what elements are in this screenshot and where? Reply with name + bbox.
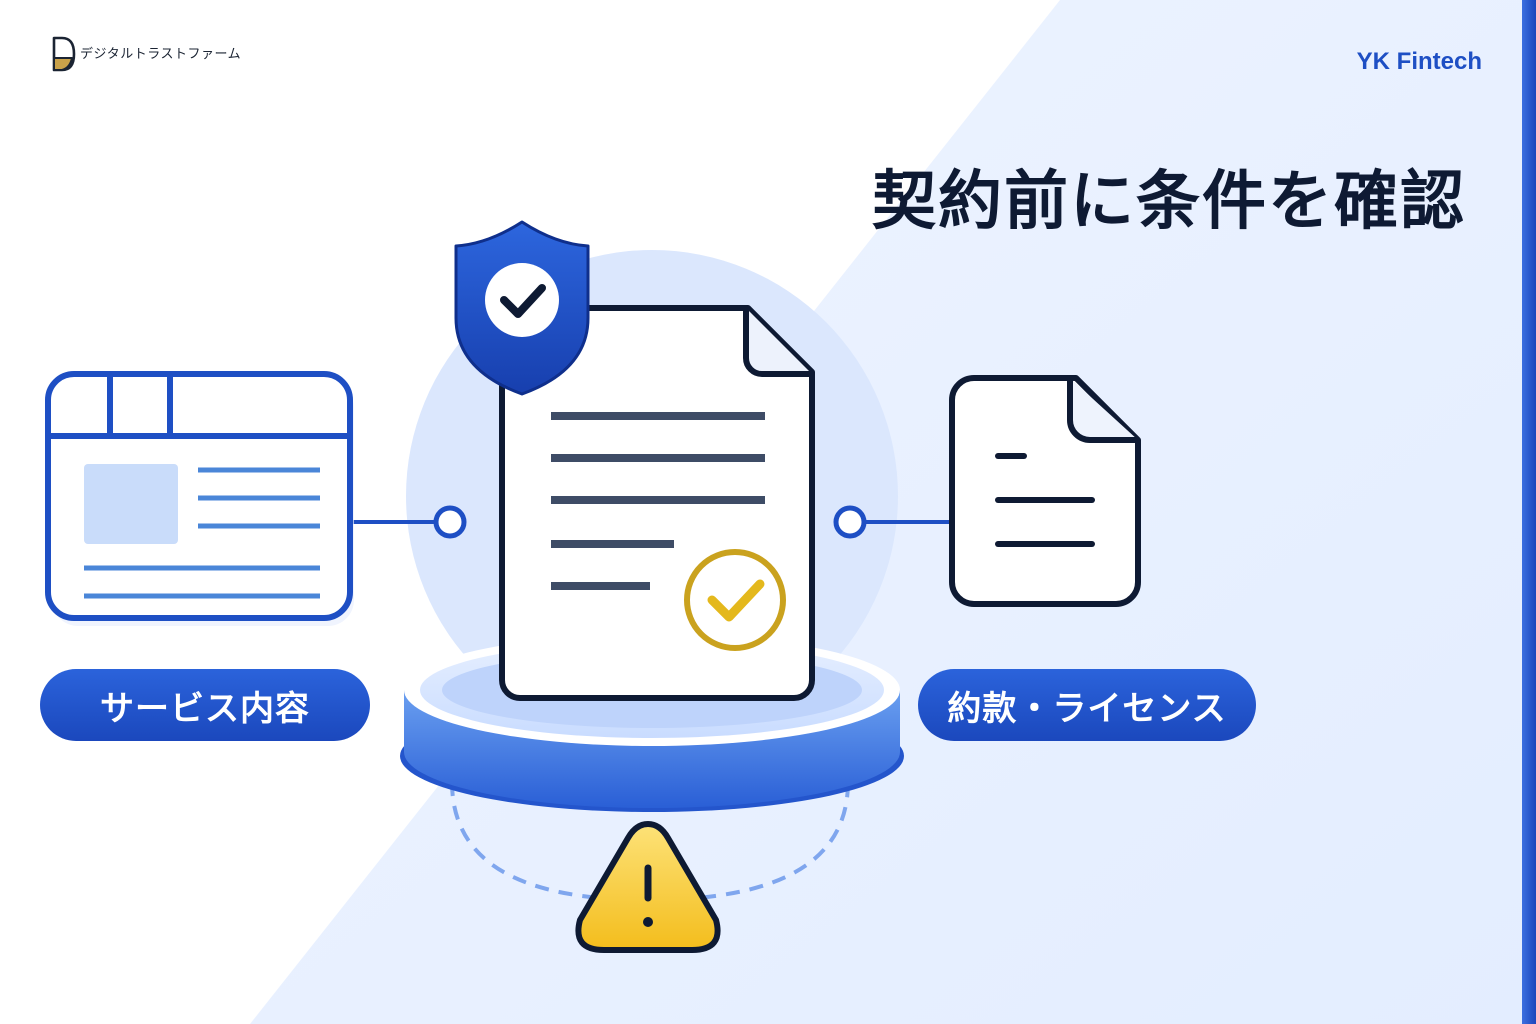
web-page-icon: [45, 371, 354, 626]
brand-name: デジタルトラストファーム: [80, 47, 242, 62]
connector-left: [352, 505, 467, 539]
file-document-icon: [949, 375, 1141, 607]
edge-accent-strip: [1522, 0, 1536, 1024]
page-title: 契約前に条件を確認: [872, 165, 1466, 239]
connector-right: [833, 505, 952, 539]
label-service-content: サービス内容: [40, 669, 370, 741]
gold-check-badge-icon: [684, 549, 786, 651]
partner-name: YK Fintech: [1356, 48, 1482, 75]
warning-triangle-icon: [575, 821, 721, 953]
shield-check-icon: [454, 220, 590, 396]
label-terms-license: 約款・ライセンス: [918, 669, 1256, 741]
d-letter-logo-icon: [52, 36, 76, 72]
